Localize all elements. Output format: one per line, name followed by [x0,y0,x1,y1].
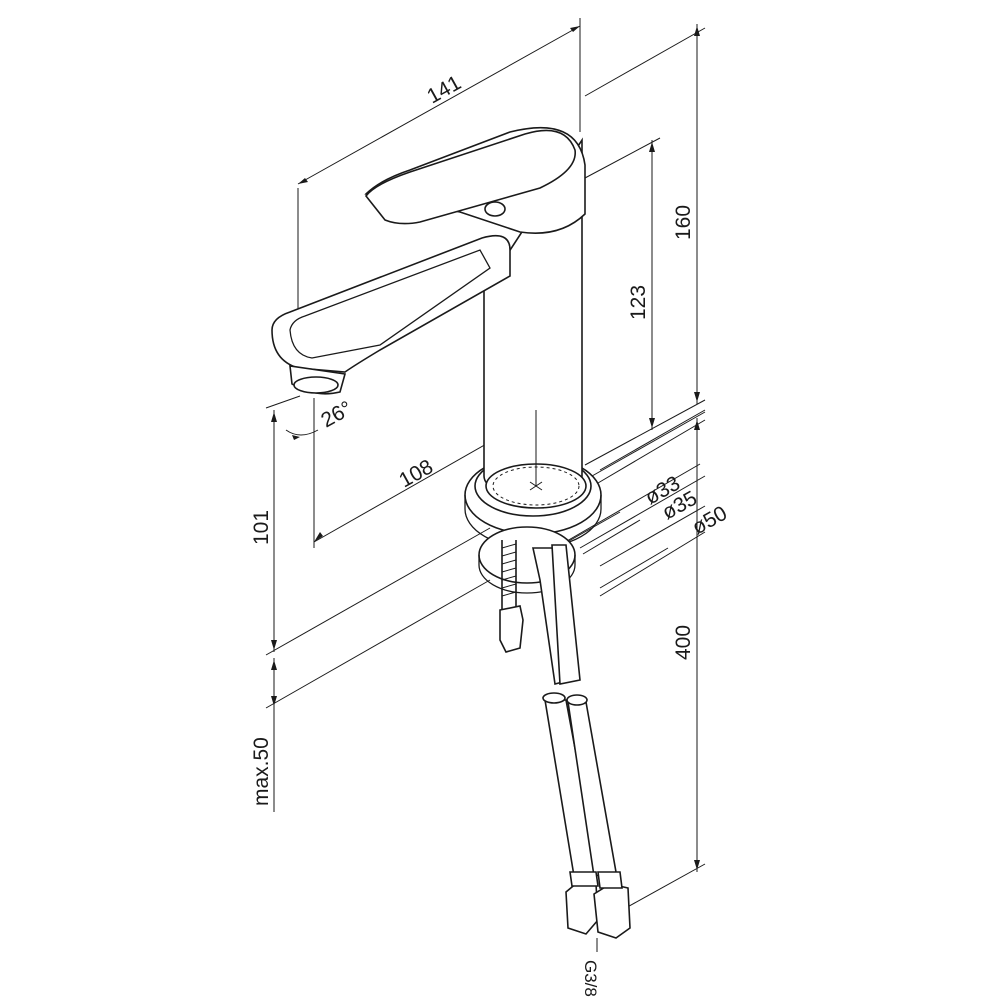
dim-123: 123 [627,285,650,320]
faucet-body [271,126,602,653]
dim-141: 141 [423,71,465,108]
dim-26-degree: 26° [317,397,356,433]
dim-108: 108 [395,455,437,492]
braided-hoses [532,544,631,939]
dim-101: 101 [250,510,273,545]
thread-g38: G3/8 [581,960,600,997]
dim-400: 400 [672,625,695,660]
dim-max50: max.50 [250,737,273,806]
dim-160: 160 [672,205,695,240]
